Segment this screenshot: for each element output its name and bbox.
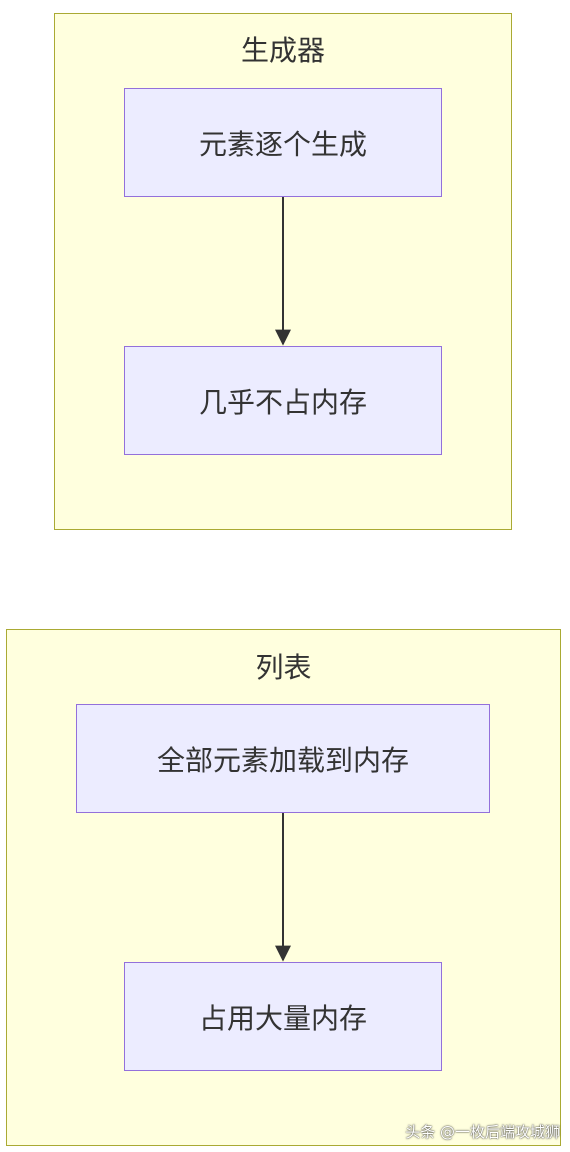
- cluster-title-generator: 生成器: [240, 34, 325, 67]
- node-large-memory-usage: 占用大量内存: [124, 962, 442, 1071]
- watermark: 头条 @一枚后端攻城狮: [405, 1123, 560, 1141]
- node-almost-no-memory: 几乎不占内存: [124, 346, 442, 455]
- cluster-title-list: 列表: [255, 651, 312, 684]
- node-generate-one-by-one: 元素逐个生成: [124, 88, 442, 197]
- node-load-all-into-memory: 全部元素加载到内存: [76, 704, 490, 813]
